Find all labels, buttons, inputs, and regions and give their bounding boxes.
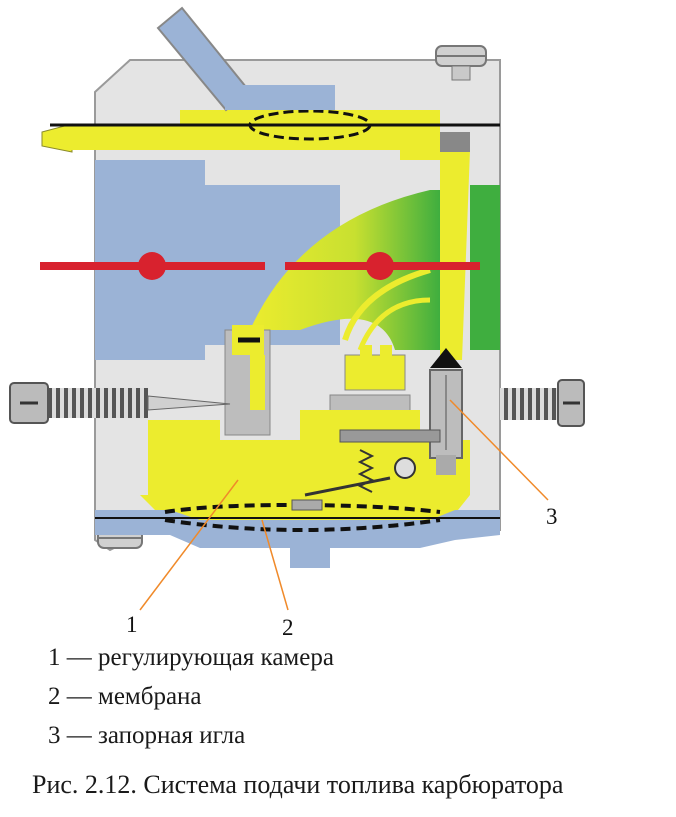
- adjusting-screw-left: [9, 382, 231, 424]
- callout-3: 3: [546, 504, 558, 529]
- leader-1: [139, 479, 239, 611]
- membrane: [95, 499, 500, 568]
- top-screw: [435, 45, 487, 81]
- throttle-valve-right: [366, 252, 394, 280]
- figure-caption: Рис. 2.12. Система подачи топлива карбюр…: [32, 770, 564, 799]
- fuel-channel: [440, 132, 470, 360]
- adjusting-screw-right: [500, 379, 585, 427]
- legend-item-1: 1 — регулирующая камера: [48, 644, 334, 671]
- impulse-tube: [156, 6, 335, 112]
- legend-item-2: 2 — мембрана: [48, 683, 202, 710]
- legend-item-3: 3 — запорная игла: [48, 722, 246, 749]
- fuel-inlet: [41, 109, 500, 160]
- throttle-shaft: [40, 252, 480, 280]
- callout-leaders: [139, 399, 549, 611]
- carburetor-diagram: 1 2 3: [9, 6, 585, 640]
- leader-3: [449, 399, 549, 501]
- main-jet: [224, 325, 271, 436]
- inlet-needle: [429, 348, 463, 475]
- throttle-valve-left: [138, 252, 166, 280]
- leader-2: [261, 519, 289, 611]
- control-lever: [304, 429, 441, 497]
- callout-1: 1: [126, 612, 138, 637]
- pump-diaphragm: [248, 109, 372, 141]
- idle-jet: [329, 345, 411, 414]
- callout-2: 2: [282, 615, 294, 640]
